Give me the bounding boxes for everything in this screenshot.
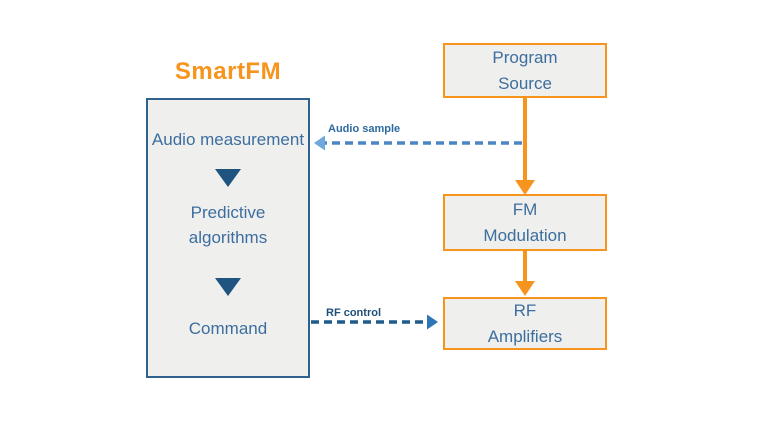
fm-modulation-line2: Modulation [483, 225, 567, 245]
step-predictive-algorithms-label: Predictive algorithms [188, 203, 268, 247]
program-to-fm-arrow [515, 98, 535, 195]
audio-sample-arrow [314, 135, 522, 151]
step-audio-measurement: Audio measurement [151, 130, 305, 149]
rf-amplifiers-box: RF Amplifiers [443, 297, 607, 350]
diagram-title: SmartFM [174, 58, 282, 85]
program-source-line2: Source [498, 73, 552, 93]
fm-to-rf-arrow [515, 251, 535, 296]
rf-amplifiers-line1: RF [513, 300, 537, 320]
smartfm-box: Audio measurement Predictive algorithms … [146, 98, 310, 378]
triangle-down-icon [215, 278, 241, 296]
fm-modulation-line1: FM [512, 199, 538, 219]
rf-control-label: RF control [326, 307, 381, 319]
audio-sample-label: Audio sample [328, 123, 401, 135]
step-command: Command [188, 319, 268, 338]
fm-modulation-box: FM Modulation [443, 194, 607, 251]
rf-amplifiers-line2: Amplifiers [487, 326, 563, 346]
triangle-down-icon [215, 169, 241, 187]
step-predictive-algorithms: Predictive algorithms [148, 200, 308, 250]
program-source-box: Program Source [443, 43, 607, 98]
program-source-line1: Program [492, 47, 558, 67]
